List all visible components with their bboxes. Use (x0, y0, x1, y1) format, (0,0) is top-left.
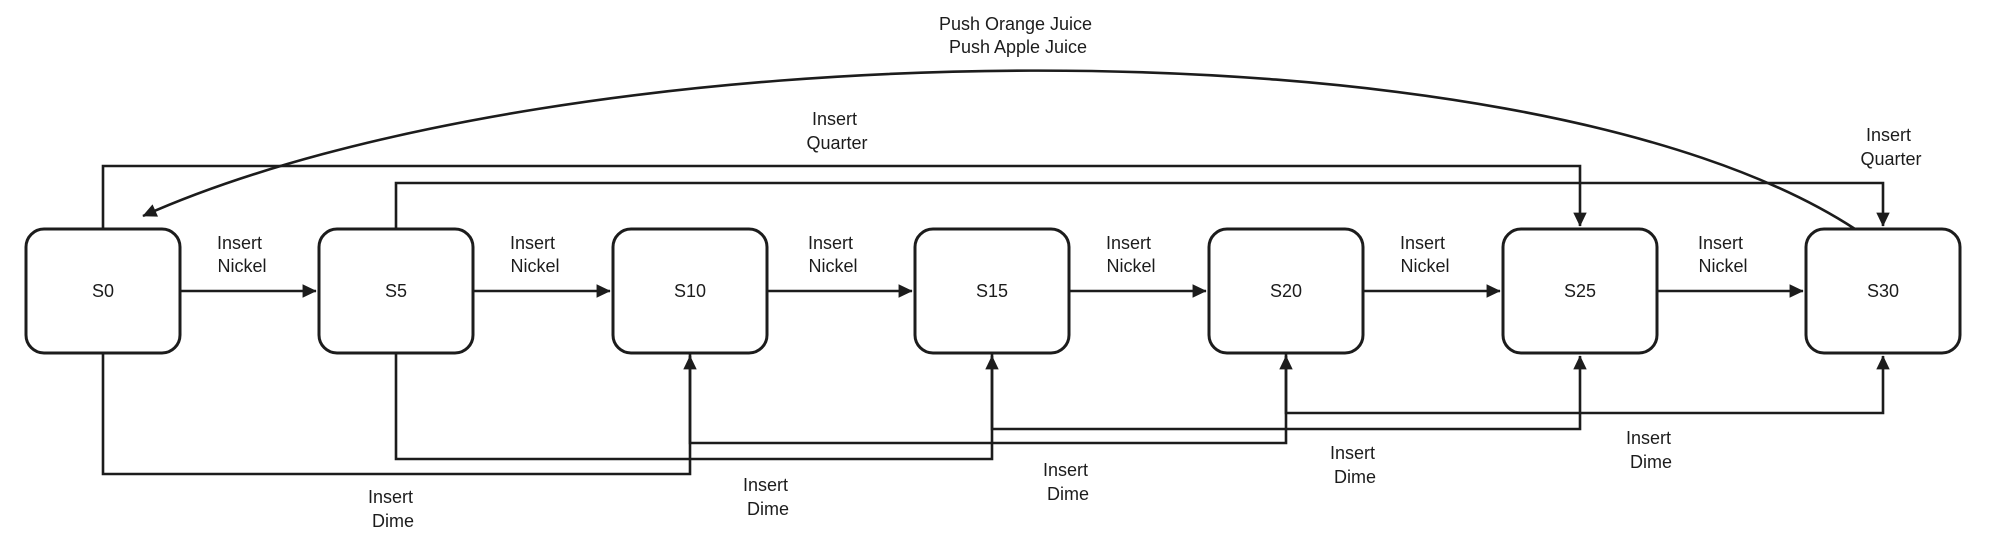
dime-label-line-1: Insert (368, 487, 413, 507)
state-node-s25: S25 (1501, 227, 1659, 355)
dime-label-line-1: Insert (1043, 460, 1088, 480)
nickel-label-line-1: Insert (1400, 233, 1445, 253)
state-label: S30 (1867, 281, 1899, 301)
dime-label-line-2: Dime (747, 499, 789, 519)
nickel-label-line-1: Insert (1698, 233, 1743, 253)
state-box (1207, 227, 1365, 355)
state-label: S10 (674, 281, 706, 301)
nickel-label-s25-s30: Insert Nickel (1698, 233, 1748, 276)
state-box (1804, 227, 1962, 355)
transition-edges (101, 69, 1890, 476)
nickel-label-s20-s25: Insert Nickel (1400, 233, 1450, 276)
nickel-label-line-2: Nickel (1400, 256, 1449, 276)
state-node-s20: S20 (1207, 227, 1365, 355)
nickel-label-line-2: Nickel (217, 256, 266, 276)
dime-label-line-1: Insert (743, 475, 788, 495)
dime-label-s15-s25: Insert Dime (1330, 443, 1380, 487)
dime-label-line-2: Dime (1630, 452, 1672, 472)
state-box (317, 227, 475, 355)
nickel-label-line-2: Nickel (1698, 256, 1747, 276)
nickel-label-line-1: Insert (217, 233, 262, 253)
quarter-arrow-s0-s25 (101, 164, 1587, 229)
nickel-label-line-2: Nickel (1106, 256, 1155, 276)
quarter-arrow-s5-s30 (394, 181, 1890, 229)
state-box (611, 227, 769, 355)
nickel-label-s10-s15: Insert Nickel (808, 233, 858, 276)
nickel-label-line-1: Insert (1106, 233, 1151, 253)
push-juice-label-line-2: Push Apple Juice (949, 37, 1087, 57)
push-juice-label: Push Orange Juice Push Apple Juice (939, 14, 1097, 57)
state-box (24, 227, 182, 355)
dime-label-line-2: Dime (372, 511, 414, 531)
quarter-label-line-1: Insert (1866, 125, 1911, 145)
state-box (913, 227, 1071, 355)
state-label: S0 (92, 281, 114, 301)
state-label: S25 (1564, 281, 1596, 301)
dime-label-s10-s20: Insert Dime (1043, 460, 1093, 504)
state-node-s30: S30 (1804, 227, 1962, 355)
state-node-s5: S5 (317, 227, 475, 355)
push-juice-label-line-1: Push Orange Juice (939, 14, 1092, 34)
dime-label-s20-s30: Insert Dime (1626, 428, 1676, 472)
nickel-label-s0-s5: Insert Nickel (217, 233, 267, 276)
state-label: S15 (976, 281, 1008, 301)
state-node-s0: S0 (24, 227, 182, 355)
nickel-label-line-2: Nickel (808, 256, 857, 276)
nickel-label-s15-s20: Insert Nickel (1106, 233, 1156, 276)
dime-label-s0-s10: Insert Dime (368, 487, 418, 531)
state-label: S5 (385, 281, 407, 301)
state-node-s10: S10 (611, 227, 769, 355)
state-node-s15: S15 (913, 227, 1071, 355)
dime-arrow-s20-s30 (1284, 353, 1890, 415)
nickel-label-line-1: Insert (510, 233, 555, 253)
nickel-label-line-2: Nickel (510, 256, 559, 276)
quarter-label-s5-s30: Insert Quarter (1860, 125, 1921, 169)
quarter-label-line-1: Insert (812, 109, 857, 129)
push-juice-arrow-s30-s0 (142, 69, 1856, 231)
quarter-label-s0-s25: Insert Quarter (806, 109, 867, 153)
transition-labels: Push Orange Juice Push Apple Juice Inser… (217, 14, 1922, 531)
dime-label-s5-s15: Insert Dime (743, 475, 793, 519)
dime-label-line-1: Insert (1626, 428, 1671, 448)
state-box (1501, 227, 1659, 355)
nickel-label-s5-s10: Insert Nickel (510, 233, 560, 276)
dime-label-line-2: Dime (1334, 467, 1376, 487)
state-label: S20 (1270, 281, 1302, 301)
state-nodes: S0 S5 S10 S15 S20 S25 S30 (24, 227, 1962, 355)
dime-label-line-1: Insert (1330, 443, 1375, 463)
quarter-label-line-2: Quarter (806, 133, 867, 153)
dime-label-line-2: Dime (1047, 484, 1089, 504)
dime-arrow-s15-s25 (990, 353, 1587, 431)
quarter-label-line-2: Quarter (1860, 149, 1921, 169)
nickel-label-line-1: Insert (808, 233, 853, 253)
